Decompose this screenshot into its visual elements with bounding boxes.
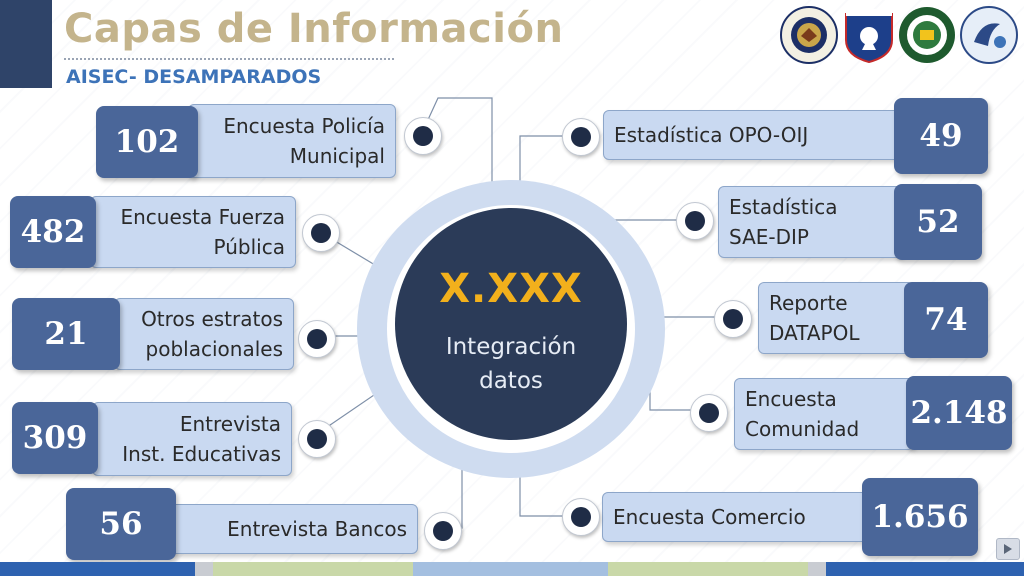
layer-count: 49 [894, 98, 988, 174]
layer-label: Encuesta Comercio [602, 492, 870, 542]
connector-node-icon [676, 202, 714, 240]
label-line1: Reporte [769, 291, 848, 315]
label-line1: Encuesta [745, 387, 837, 411]
layer-count: 309 [12, 402, 98, 474]
label-line1: Entrevista Bancos [227, 517, 407, 541]
connector-node-icon [714, 300, 752, 338]
page-subtitle: AISEC- DESAMPARADOS [66, 66, 322, 88]
label-line1: Estadística OPO-OIJ [614, 123, 809, 147]
label-line2: DATAPOL [769, 321, 860, 345]
layer-count: 74 [904, 282, 988, 358]
layer-count: 21 [12, 298, 120, 370]
label-line2: Comunidad [745, 417, 860, 441]
header-accent-bar [0, 0, 52, 88]
connector-node-icon [562, 118, 600, 156]
layer-count: 482 [10, 196, 96, 268]
layer-count: 102 [96, 106, 198, 178]
layer-count: 52 [894, 184, 982, 260]
layer-count: 1.656 [862, 478, 978, 556]
label-line2: Inst. Educativas [122, 442, 281, 466]
policia-colombia-badge-logo [898, 6, 956, 64]
label-line1: Otros estratos [141, 307, 283, 331]
layer-label: Estadística SAE-DIP [718, 186, 902, 258]
connector-node-icon [302, 214, 340, 252]
layer-count: 2.148 [906, 376, 1012, 450]
layer-label: Reporte DATAPOL [758, 282, 914, 354]
label-line1: Entrevista [179, 412, 281, 436]
connector-node-icon [562, 498, 600, 536]
footer-stripes [0, 562, 1024, 576]
fuerza-publica-badge-logo [840, 6, 898, 64]
label-line2: poblacionales [145, 337, 283, 361]
label-line2: SAE-DIP [729, 225, 809, 249]
layer-label: Entrevista Bancos [168, 504, 418, 554]
label-line2: Municipal [289, 144, 385, 168]
layer-label: Encuesta Fuerza Pública [90, 196, 296, 268]
layer-label: Estadística OPO-OIJ [603, 110, 907, 160]
label-line1: Estadística [729, 195, 838, 219]
center-label-line1: Integración [445, 334, 577, 360]
connector-node-icon [690, 394, 728, 432]
aisec-logo [960, 6, 1018, 64]
label-line1: Encuesta Fuerza [120, 205, 285, 229]
connector-node-icon [298, 420, 336, 458]
us-embassy-seal-logo [780, 6, 838, 64]
center-value: X.XXX [439, 266, 583, 312]
center-label: Integración datos [395, 330, 627, 398]
connector-node-icon [424, 512, 462, 550]
center-label-line2: datos [479, 368, 543, 394]
label-line1: Encuesta Policía [223, 114, 385, 138]
connector-node-icon [404, 117, 442, 155]
title-divider [64, 58, 394, 60]
layer-label: Encuesta Comunidad [734, 378, 914, 450]
center-hub: X.XXX Integración datos [395, 208, 627, 440]
connector-node-icon [298, 320, 336, 358]
layer-label: Encuesta Policía Municipal [188, 104, 396, 178]
next-slide-icon[interactable] [996, 538, 1020, 560]
label-line1: Encuesta Comercio [613, 505, 806, 529]
layer-label: Entrevista Inst. Educativas [92, 402, 292, 476]
label-line2: Pública [213, 235, 285, 259]
layer-label: Otros estratos poblacionales [114, 298, 294, 370]
page-title: Capas de Información [64, 6, 564, 52]
layer-count: 56 [66, 488, 176, 560]
